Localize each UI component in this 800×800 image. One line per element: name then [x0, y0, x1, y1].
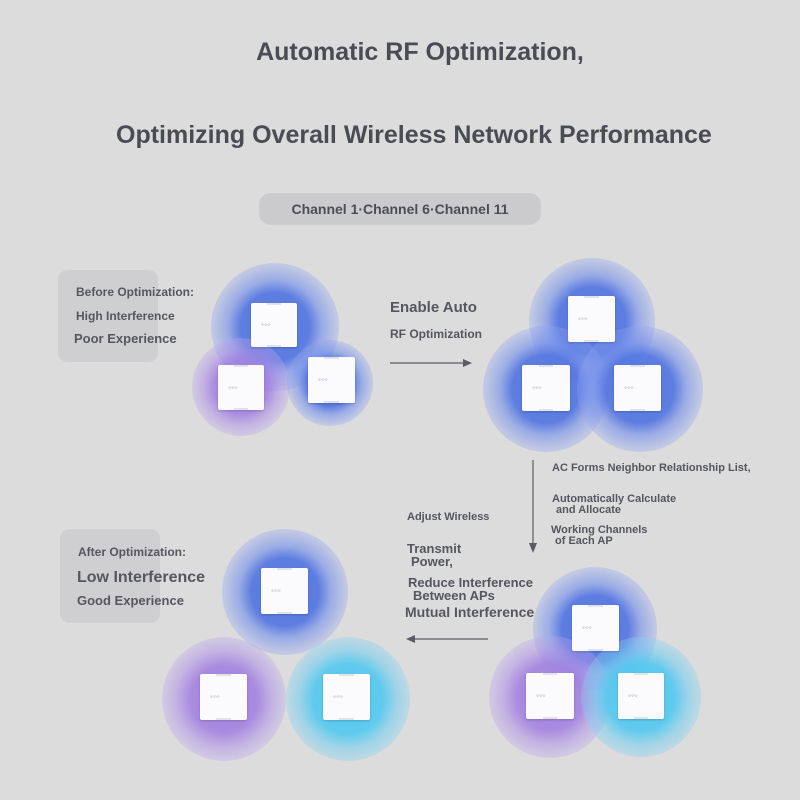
after-interference: Low Interference: [77, 569, 206, 586]
channels-pill: Channel 1·Channel 6·Channel 11: [259, 193, 541, 225]
ac-step-calculate: Automatically Calculate: [552, 493, 677, 505]
ac-step-channels: Working Channels: [551, 524, 648, 536]
ac-step-each-ap: of Each AP: [555, 535, 613, 547]
before-experience: Poor Experience: [74, 331, 177, 346]
arrow-left-icon: [406, 635, 488, 643]
mutual-interference-label: Mutual Interference: [405, 604, 535, 620]
access-point-icon: ΦΦΦ: [618, 673, 664, 719]
access-point-icon: ΦΦΦ: [218, 365, 264, 410]
access-point-icon: ΦΦΦ: [251, 303, 297, 347]
power-label: Power,: [411, 554, 453, 569]
access-point-icon: ΦΦΦ: [522, 365, 570, 411]
arrow-right-icon: [390, 359, 472, 367]
enable-auto-label: Enable Auto: [390, 299, 477, 316]
channels-pill-label: Channel 1·Channel 6·Channel 11: [291, 201, 509, 217]
before-box: [58, 270, 158, 362]
access-point-icon: ΦΦΦ: [526, 673, 574, 719]
access-point-icon: ΦΦΦ: [200, 674, 247, 720]
before-heading: Before Optimization:: [76, 285, 195, 299]
after-box: [60, 529, 160, 623]
access-point-icon: ΦΦΦ: [261, 568, 308, 614]
transmit-label: Transmit: [407, 541, 462, 556]
adjust-wireless-label: Adjust Wireless: [407, 511, 490, 523]
arrow-down-icon: [529, 460, 537, 553]
access-point-icon: ΦΦΦ: [614, 365, 661, 411]
between-aps-label: Between APs: [413, 588, 495, 603]
access-point-icon: ΦΦΦ: [308, 357, 355, 403]
title-line-2: Optimizing Overall Wireless Network Perf…: [116, 121, 712, 149]
access-point-icon: ΦΦΦ: [572, 605, 619, 651]
access-point-icon: ΦΦΦ: [568, 296, 615, 342]
reduce-interference-label: Reduce Interference: [408, 575, 533, 590]
access-point-icon: ΦΦΦ: [323, 674, 370, 720]
after-heading: After Optimization:: [78, 545, 186, 559]
ac-step-allocate: and Allocate: [556, 504, 621, 516]
ac-step-neighbor-list: AC Forms Neighbor Relationship List,: [552, 462, 751, 474]
before-interference: High Interference: [76, 309, 175, 323]
rf-optimization-label: RF Optimization: [390, 327, 482, 341]
title-line-1: Automatic RF Optimization,: [256, 38, 584, 66]
after-experience: Good Experience: [77, 593, 184, 608]
